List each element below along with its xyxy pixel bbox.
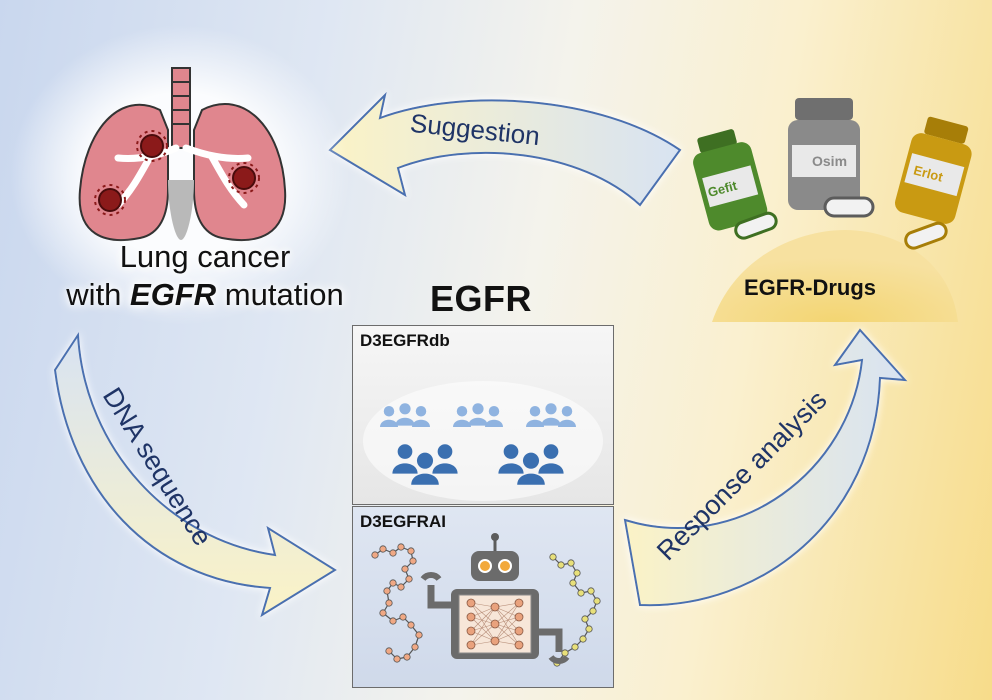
d3egfrai-label: D3EGFRAI xyxy=(360,512,446,531)
lung-title-line1: Lung cancer xyxy=(119,239,291,274)
ai-robot-illustration xyxy=(371,533,601,667)
virus-icon xyxy=(228,162,260,194)
egfr-drugs-title: EGFR-Drugs xyxy=(744,275,876,300)
d3egfrai-panel: D3EGFRAI xyxy=(352,506,614,688)
d3egfrdb-panel: D3EGFRdb xyxy=(352,325,614,505)
lung-cancer-title: Lung cancer with EGFR mutation xyxy=(55,238,355,314)
egfr-title: EGFR xyxy=(430,278,533,319)
people-icon xyxy=(380,403,576,427)
osimertinib-bottle-icon: Osim xyxy=(788,98,860,210)
patients-icon-group xyxy=(363,381,603,501)
virus-icon xyxy=(136,130,168,162)
erlotinib-bottle-icon: Erlot xyxy=(895,116,972,224)
dna-sequence-arrow xyxy=(53,331,337,618)
drugs-platform xyxy=(712,230,958,322)
virus-icon xyxy=(94,184,126,216)
bottle-label: Osim xyxy=(812,153,847,169)
people-icon xyxy=(392,444,564,485)
response-analysis-arrow xyxy=(623,328,908,607)
trachea-icon xyxy=(171,67,191,149)
d3egfrdb-label: D3EGFRdb xyxy=(360,331,450,350)
molecule-icon xyxy=(371,543,423,663)
egfr-gene-name: EGFR xyxy=(130,277,217,312)
neural-network-icon xyxy=(466,598,524,650)
lung-title-line2: with EGFR mutation xyxy=(66,277,344,312)
gefitinib-bottle-icon: Gefit xyxy=(693,129,768,231)
